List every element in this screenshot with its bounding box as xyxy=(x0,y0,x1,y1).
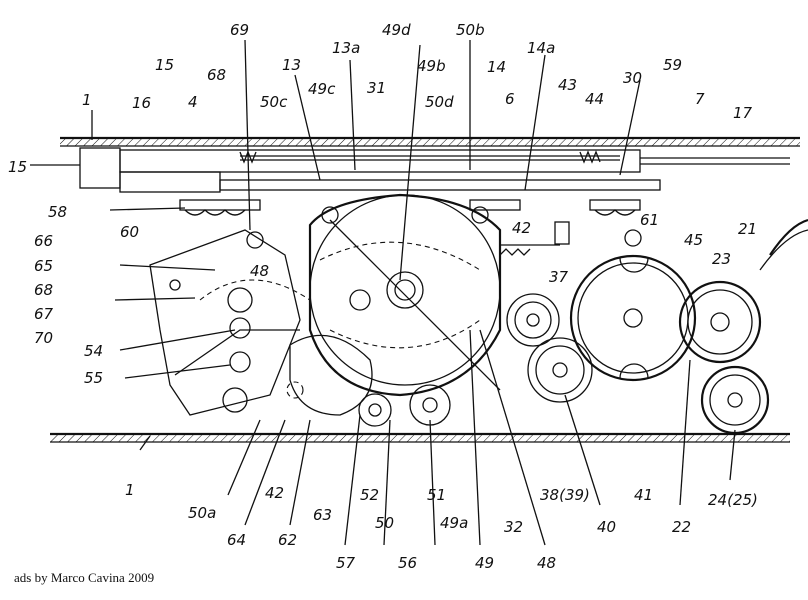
label-50: 50 xyxy=(375,514,394,532)
label-48-bottom: 48 xyxy=(537,554,556,572)
label-68-top: 68 xyxy=(207,66,226,84)
label-50a: 50a xyxy=(188,504,216,522)
label-44: 44 xyxy=(585,90,604,108)
slide-bar xyxy=(79,147,790,193)
label-15-left: 15 xyxy=(8,158,27,176)
label-21: 21 xyxy=(738,220,757,238)
label-38-39: 38(39) xyxy=(540,486,590,504)
label-60: 60 xyxy=(120,223,139,241)
label-17: 17 xyxy=(733,104,753,122)
label-40: 40 xyxy=(597,518,616,536)
label-7: 7 xyxy=(695,90,705,108)
label-59: 59 xyxy=(663,56,682,74)
right-gears xyxy=(678,218,808,435)
label-67: 67 xyxy=(34,305,54,323)
spring-and-screw xyxy=(499,221,570,256)
label-24-25: 24(25) xyxy=(708,491,758,509)
label-49c: 49c xyxy=(308,80,336,98)
label-58: 58 xyxy=(48,203,67,221)
label-14: 14 xyxy=(487,58,506,76)
credit-text: ads by Marco Cavina 2009 xyxy=(14,570,155,585)
label-43: 43 xyxy=(558,76,577,94)
label-1-bottom: 1 xyxy=(125,481,135,499)
lower-cam-rollers xyxy=(286,334,451,427)
label-66: 66 xyxy=(34,232,53,250)
label-15-top: 15 xyxy=(155,56,174,74)
label-49a: 49a xyxy=(440,514,468,532)
label-32: 32 xyxy=(504,518,523,536)
label-57: 57 xyxy=(336,554,356,572)
label-65: 65 xyxy=(34,257,53,275)
label-63: 63 xyxy=(313,506,332,524)
label-69: 69 xyxy=(230,21,249,39)
label-56: 56 xyxy=(398,554,417,572)
bottom-housing-wall xyxy=(50,432,790,443)
label-49b: 49b xyxy=(417,57,446,75)
label-1-top: 1 xyxy=(82,91,92,109)
label-37: 37 xyxy=(549,268,569,286)
label-42-right: 42 xyxy=(512,219,531,237)
label-45: 45 xyxy=(684,231,703,249)
label-31: 31 xyxy=(367,79,386,97)
label-51: 51 xyxy=(427,486,446,504)
left-lever-assembly xyxy=(149,229,311,416)
label-41: 41 xyxy=(634,486,653,504)
label-68-left: 68 xyxy=(34,281,53,299)
label-22: 22 xyxy=(672,518,691,536)
label-16: 16 xyxy=(132,94,151,112)
label-48-left: 48 xyxy=(250,262,269,280)
label-30: 30 xyxy=(623,69,642,87)
label-50d: 50d xyxy=(425,93,454,111)
label-55: 55 xyxy=(84,369,103,387)
label-54: 54 xyxy=(84,342,103,360)
label-64: 64 xyxy=(227,531,246,549)
label-62: 62 xyxy=(278,531,297,549)
small-gears xyxy=(506,293,593,403)
label-52: 52 xyxy=(360,486,379,504)
label-14a: 14a xyxy=(527,39,555,57)
label-49: 49 xyxy=(475,554,494,572)
label-70: 70 xyxy=(34,329,53,347)
label-4: 4 xyxy=(188,93,198,111)
leader-lines xyxy=(30,39,736,546)
label-6: 6 xyxy=(505,90,515,108)
label-50b: 50b xyxy=(456,21,485,39)
label-61: 61 xyxy=(640,211,659,229)
label-23: 23 xyxy=(712,250,731,268)
label-13: 13 xyxy=(282,56,301,74)
label-42-bottom: 42 xyxy=(265,484,284,502)
label-50c: 50c xyxy=(260,93,288,111)
mounting-plates xyxy=(179,199,641,216)
top-housing-wall xyxy=(60,136,800,147)
label-49d: 49d xyxy=(382,21,411,39)
label-13a: 13a xyxy=(332,39,360,57)
